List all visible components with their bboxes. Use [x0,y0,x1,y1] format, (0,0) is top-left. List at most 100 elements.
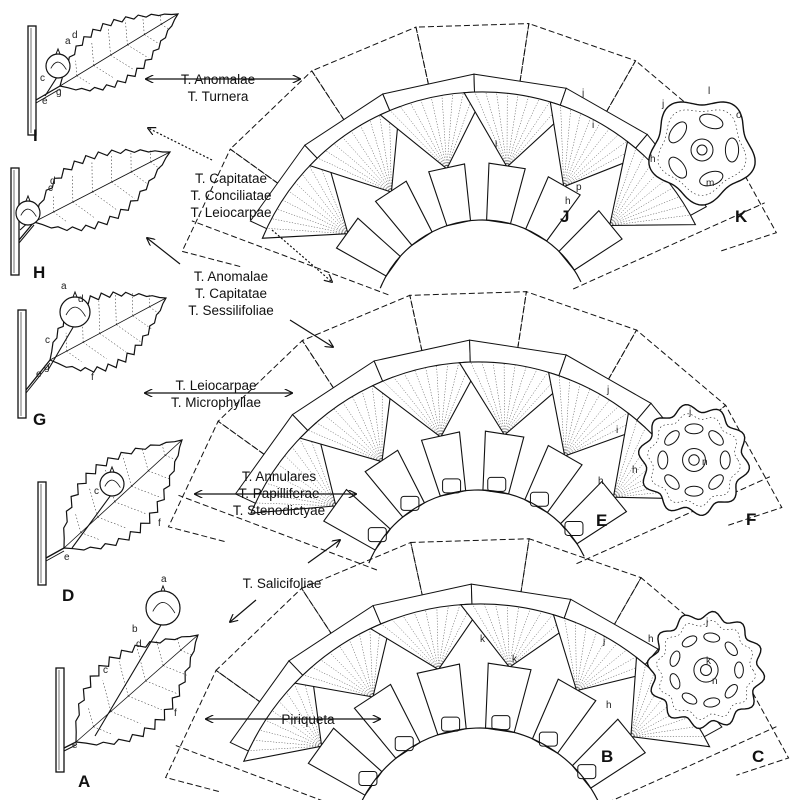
group-line: T. Conciliatae [176,187,286,204]
crystal-cell [368,528,386,542]
arrow-anomalae-to-H [147,238,180,264]
crystal-cell [578,765,596,779]
part-label-h: h [648,634,654,645]
part-label-a: a [61,281,67,292]
part-label-j: j [607,385,609,396]
crystal-cell [565,521,583,535]
group-piriqueta: Piriqueta [268,711,348,728]
fruit-tip [26,196,30,201]
group-line: T. Capitatae [176,170,286,187]
part-label-e: e [42,96,48,107]
part-label-k: k [512,654,517,665]
part-label-k: k [706,656,711,667]
part-label-d: d [136,639,142,650]
part-label-d: d [78,294,84,305]
group-leiocarpae-microphyllae: T. Leiocarpae T. Microphyllae [160,377,272,411]
palisade-cell [526,177,580,241]
letter-G: G [33,410,46,430]
fruit-tip [56,49,60,54]
stem [56,668,64,772]
part-label-o: o [736,110,742,121]
group-line: T. Stenodictyae [220,502,338,519]
crystal-cell [442,717,460,731]
part-label-h: h [598,476,604,487]
part-label-m: m [706,178,714,189]
fruit [60,297,90,327]
part-label-c: c [40,73,45,84]
fruit-tip [73,292,77,297]
part-label-h: h [650,154,656,165]
crystal-cell [401,496,419,510]
plant-I [28,14,178,135]
part-label-j: j [689,407,691,418]
part-label-n: n [712,676,718,687]
group-line: T. Microphyllae [160,394,272,411]
fruit [146,591,180,625]
part-label-k: k [480,634,485,645]
part-label-j: j [706,617,708,628]
part-label-e: e [36,369,42,380]
plant-G [18,292,166,418]
group-annulares: T. Annulares T. Papilliferae T. Stenodic… [220,468,338,519]
group-line: T. Anomalae [166,71,270,88]
fruit [16,201,40,225]
group-anomalae-sessilifoliae: T. Anomalae T. Capitatae T. Sessilifolia… [172,268,290,319]
part-label-f: f [174,708,177,719]
part-label-i: i [592,120,594,131]
arrow-salicifoliae-down [230,600,256,622]
group-line: T. Sessilifoliae [172,302,290,319]
fruit-tip [161,586,165,591]
part-label-j: j [582,88,584,99]
group-capitatae: T. Capitatae T. Conciliatae T. Leiocarpa… [176,170,286,221]
group-line: T. Capitatae [172,285,290,302]
group-line: T. Papilliferae [220,485,338,502]
plant-H [11,149,170,275]
part-label-e: e [64,552,70,563]
arrow-anomalae-to-E [290,320,333,347]
part-label-a: a [65,36,71,47]
part-label-f: f [158,518,161,529]
leaf-blade [34,149,170,230]
part-label-c: c [45,335,50,346]
part-label-n: n [702,457,708,468]
group-line: T. Leiocarpae [176,204,286,221]
crystal-cell [492,716,510,730]
part-label-d: d [50,176,56,187]
petiole [19,225,34,243]
fruit [100,472,124,496]
stem [28,26,36,135]
part-label-d: d [72,30,78,41]
part-label-j: j [662,99,664,110]
arrow-salicifoliae-up [308,540,340,563]
part-label-e: e [72,740,78,751]
palisade-cell [487,163,526,224]
letter-A: A [78,772,90,792]
letter-K: K [735,207,747,227]
part-label-c: c [103,665,108,676]
stem [18,310,26,418]
letter-C: C [752,747,764,767]
stem [38,482,46,585]
part-label-h: h [606,700,612,711]
group-line: T. Turnera [166,88,270,105]
palisade-cell [376,181,433,245]
letter-I: I [33,126,38,146]
letter-E: E [596,511,607,531]
letter-B: B [601,747,613,767]
crystal-cell [359,771,377,785]
part-label-l: l [495,140,497,151]
stem [11,168,19,275]
part-label-b: b [132,624,138,635]
part-label-f: f [91,372,94,383]
plant-D [38,440,182,585]
crystal-cell [488,477,506,491]
letter-J: J [560,207,569,227]
crystal-cell [443,479,461,493]
part-label-h: h [565,196,571,207]
part-label-l: l [708,86,710,97]
group-anomalae-turnera: T. Anomalae T. Turnera [166,71,270,105]
letter-H: H [33,263,45,283]
part-label-g: g [56,87,62,98]
group-line: T. Annulares [220,468,338,485]
